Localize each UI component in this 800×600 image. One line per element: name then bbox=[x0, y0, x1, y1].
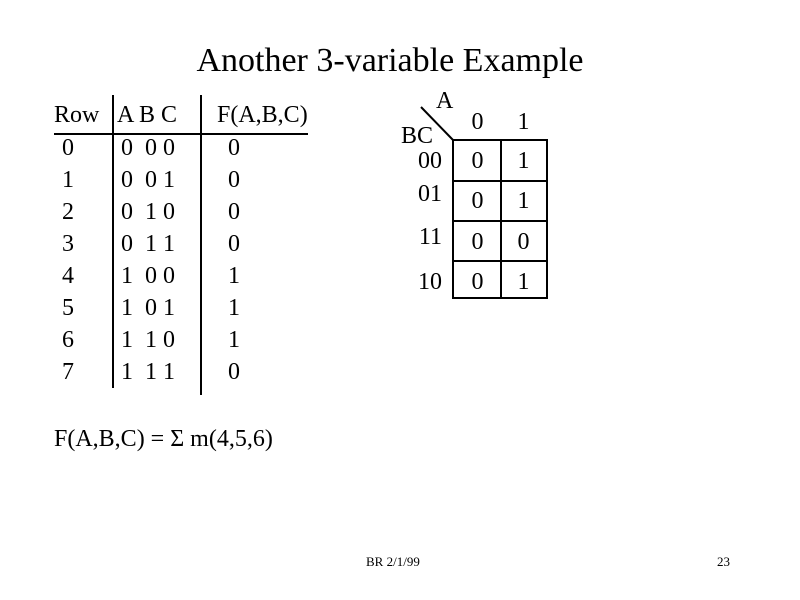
row-output: 1 bbox=[228, 295, 240, 321]
row-output: 0 bbox=[228, 167, 240, 193]
header-row: Row bbox=[54, 102, 100, 128]
kmap-row-var: BC bbox=[401, 123, 434, 149]
header-divider bbox=[54, 133, 308, 135]
kmap-cell: 0 bbox=[517, 229, 530, 255]
row-number: 6 bbox=[62, 327, 74, 353]
row-number: 5 bbox=[62, 295, 74, 321]
row-inputs: 0 1 0 bbox=[121, 199, 175, 225]
page-number: 23 bbox=[717, 554, 730, 569]
row-number: 3 bbox=[62, 231, 74, 257]
column-divider-1 bbox=[112, 95, 114, 388]
row-inputs: 0 1 1 bbox=[121, 231, 175, 257]
kmap-cell: 1 bbox=[517, 148, 530, 174]
header-output: F(A,B,C) bbox=[217, 102, 308, 128]
kmap-cell: 0 bbox=[471, 188, 484, 214]
header-inputs: A B C bbox=[117, 102, 178, 128]
row-number: 1 bbox=[62, 167, 74, 193]
kmap-col-label: 1 bbox=[517, 109, 530, 135]
row-output: 0 bbox=[228, 135, 240, 161]
minterm-equation: F(A,B,C) = Σ m(4,5,6) bbox=[54, 426, 273, 452]
row-output: 0 bbox=[228, 199, 240, 225]
kmap-cell: 1 bbox=[517, 188, 530, 214]
row-inputs: 1 0 1 bbox=[121, 295, 175, 321]
row-number: 7 bbox=[62, 359, 74, 385]
kmap-border-right bbox=[546, 139, 548, 299]
kmap-cell: 0 bbox=[471, 229, 484, 255]
kmap-row-label: 01 bbox=[418, 181, 442, 207]
row-output: 0 bbox=[228, 359, 240, 385]
row-inputs: 0 0 0 bbox=[121, 135, 175, 161]
kmap-col-line bbox=[500, 139, 502, 299]
kmap-border-left bbox=[452, 139, 454, 299]
row-output: 1 bbox=[228, 327, 240, 353]
kmap-row-label: 10 bbox=[418, 269, 442, 295]
kmap-col-label: 0 bbox=[471, 109, 484, 135]
row-inputs: 1 1 0 bbox=[121, 327, 175, 353]
row-inputs: 1 1 1 bbox=[121, 359, 175, 385]
kmap-row-label: 00 bbox=[418, 148, 442, 174]
row-number: 4 bbox=[62, 263, 74, 289]
kmap-cell: 1 bbox=[517, 269, 530, 295]
row-inputs: 0 0 1 bbox=[121, 167, 175, 193]
kmap-col-var: A bbox=[436, 88, 454, 114]
kmap-cell: 0 bbox=[471, 148, 484, 174]
row-output: 1 bbox=[228, 263, 240, 289]
kmap-row-label: 11 bbox=[418, 224, 442, 250]
row-output: 0 bbox=[228, 231, 240, 257]
slide-title: Another 3-variable Example bbox=[196, 42, 584, 79]
row-number: 2 bbox=[62, 199, 74, 225]
row-inputs: 1 0 0 bbox=[121, 263, 175, 289]
kmap-cell: 0 bbox=[471, 269, 484, 295]
row-number: 0 bbox=[62, 135, 74, 161]
column-divider-2 bbox=[200, 95, 202, 395]
footer-date: BR 2/1/99 bbox=[366, 554, 420, 569]
